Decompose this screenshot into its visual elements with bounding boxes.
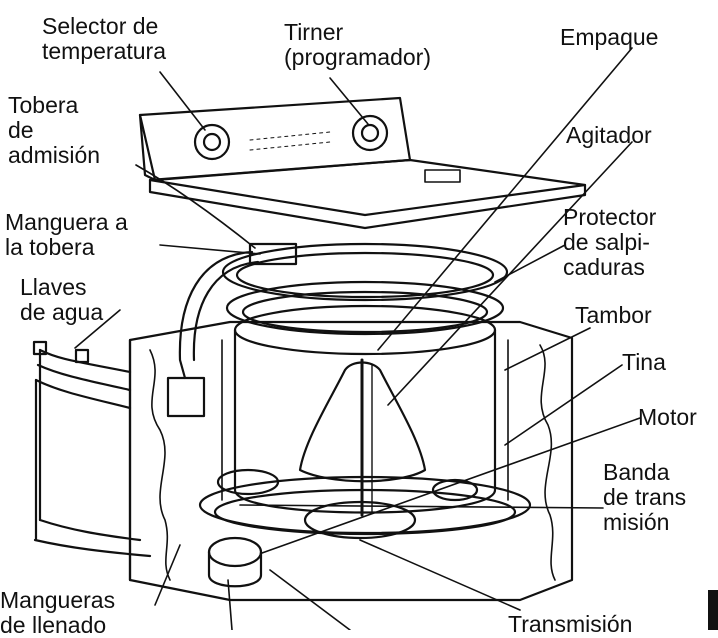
- label-selector-temperatura: Selector de temperatura: [42, 13, 167, 64]
- top-lid-edge: [148, 178, 587, 230]
- cabinet-rip-right: [539, 344, 556, 581]
- cabinet-rip-left: [149, 349, 171, 581]
- motor: [207, 536, 263, 568]
- label-protector: Protector de salpi- caduras: [563, 204, 657, 280]
- label-agitador: Agitador: [566, 122, 652, 148]
- label-tambor: Tambor: [575, 302, 652, 328]
- fill-hoses: [34, 348, 132, 410]
- label-empaque: Empaque: [560, 24, 659, 50]
- label-tobera-admision: Tobera de admisión: [8, 92, 101, 168]
- agitator: [298, 361, 427, 483]
- top-lid: [148, 158, 587, 217]
- nozzle-hose: [178, 250, 254, 380]
- lid-opening: [424, 169, 461, 183]
- corner-mark: [708, 590, 718, 630]
- label-manguera-tobera: Manguera a la tobera: [5, 209, 128, 260]
- inlet-nozzle: [248, 242, 298, 266]
- temperature-dial: [193, 123, 231, 161]
- splash-guard-ring: [225, 280, 505, 336]
- water-valve: [166, 376, 206, 418]
- transmission: [303, 500, 417, 540]
- label-llaves-agua: Llaves de agua: [20, 274, 104, 325]
- label-motor: Motor: [638, 404, 697, 430]
- water-taps: [32, 340, 90, 364]
- drum-outline: [233, 328, 497, 514]
- gasket-ring: [221, 242, 509, 302]
- console-panel: [138, 96, 412, 182]
- timer-dial: [351, 114, 389, 152]
- label-timer: Tirner (programador): [284, 19, 431, 70]
- console-back: [138, 113, 157, 182]
- label-transmision: Transmisión: [508, 611, 633, 637]
- label-tina: Tina: [622, 349, 666, 375]
- label-banda: Banda de trans misión: [603, 459, 687, 535]
- label-mangueras-llenado: Mangueras de llenado: [0, 587, 116, 638]
